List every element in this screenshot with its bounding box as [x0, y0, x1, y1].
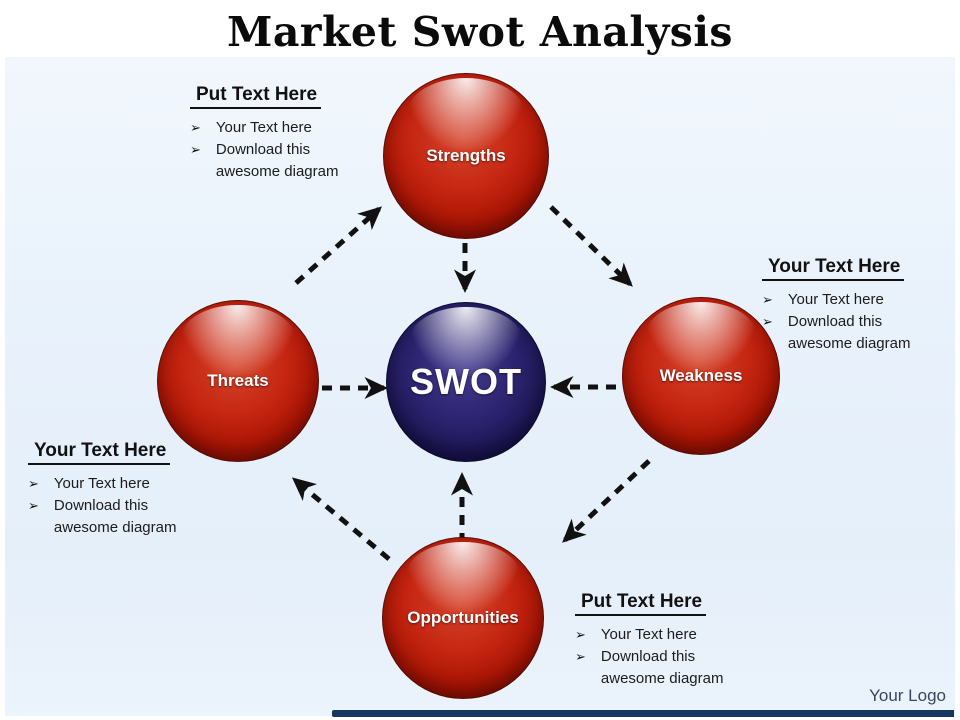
list-item: ➢ Your Text here — [190, 117, 364, 138]
callout-left-bullets: ➢ Your Text here ➢ Download this awesome… — [28, 473, 202, 538]
callout-left-heading: Your Text Here — [28, 440, 171, 465]
callout-bottom-right-heading: Put Text Here — [575, 591, 707, 616]
arrow-bullet-icon: ➢ — [28, 476, 39, 491]
slide-title: Market Swot Analysis — [226, 8, 734, 56]
node-swot-label: SWOT — [410, 361, 522, 402]
callout-bottom-right: Put Text Here ➢ Your Text here ➢ Downloa… — [575, 591, 749, 690]
callout-top-left: Put Text Here ➢ Your Text here ➢ Downloa… — [190, 84, 364, 183]
arrow-bullet-icon: ➢ — [190, 142, 201, 158]
bullet-text: Download this awesome diagram — [215, 141, 339, 180]
list-item: ➢ Your Text here — [28, 473, 202, 494]
arrow-bullet-icon: ➢ — [190, 120, 201, 135]
list-item: ➢ Download this awesome diagram — [190, 139, 364, 182]
node-threats: Threats — [157, 300, 319, 462]
bullet-text: Download this awesome diagram — [600, 648, 724, 687]
footer-bar — [332, 710, 954, 717]
arrow-bullet-icon: ➢ — [575, 627, 586, 642]
node-weakness-label: Weakness — [659, 366, 743, 385]
node-strengths-label: Strengths — [426, 146, 506, 165]
callout-right-bullets: ➢ Your Text here ➢ Download this awesome… — [762, 289, 936, 354]
node-swot-center: SWOT — [386, 302, 546, 462]
list-item: ➢ Download this awesome diagram — [28, 495, 202, 538]
list-item: ➢ Your Text here — [575, 624, 749, 645]
arrow-bullet-icon: ➢ — [762, 314, 773, 330]
node-opportunities: Opportunities — [382, 537, 544, 699]
arrow-bullet-icon: ➢ — [762, 292, 773, 307]
node-threats-label: Threats — [207, 371, 269, 390]
bullet-text: Download this awesome diagram — [53, 497, 177, 536]
arrow-bullet-icon: ➢ — [28, 498, 39, 514]
list-item: ➢ Your Text here — [762, 289, 936, 310]
logo-placeholder: Your Logo — [869, 686, 946, 705]
callout-bottom-right-bullets: ➢ Your Text here ➢ Download this awesome… — [575, 624, 749, 689]
callout-top-left-heading: Put Text Here — [190, 84, 322, 109]
callout-right-heading: Your Text Here — [762, 256, 905, 281]
callout-top-left-bullets: ➢ Your Text here ➢ Download this awesome… — [190, 117, 364, 182]
callout-left: Your Text Here ➢ Your Text here ➢ Downlo… — [28, 440, 202, 539]
bullet-text: Your Text here — [53, 475, 150, 492]
node-strengths: Strengths — [383, 73, 549, 239]
bullet-text: Your Text here — [787, 291, 884, 308]
list-item: ➢ Download this awesome diagram — [575, 646, 749, 689]
bullet-text: Download this awesome diagram — [787, 313, 911, 352]
arrow-bullet-icon: ➢ — [575, 649, 586, 665]
list-item: ➢ Download this awesome diagram — [762, 311, 936, 354]
callout-right: Your Text Here ➢ Your Text here ➢ Downlo… — [762, 256, 936, 355]
node-weakness: Weakness — [622, 297, 780, 455]
bullet-text: Your Text here — [600, 626, 697, 643]
node-opportunities-label: Opportunities — [407, 608, 519, 627]
bullet-text: Your Text here — [215, 119, 312, 136]
